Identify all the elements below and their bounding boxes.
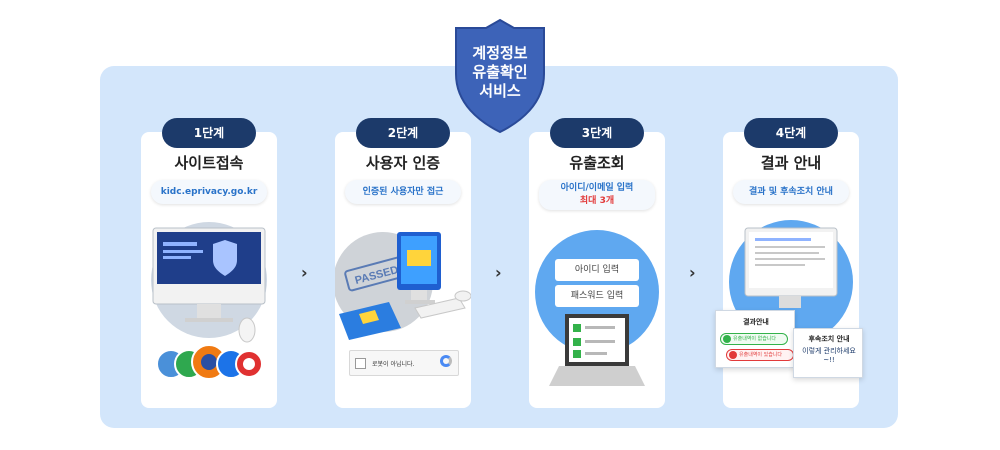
result-ok: 유출내역이 없습니다 (720, 333, 788, 345)
step-title: 사용자 인증 (365, 154, 441, 172)
service-title-line-1: 계정정보 (472, 44, 528, 62)
step-badge-1: 1단계 (162, 118, 256, 148)
next-arrow-icon: › (689, 263, 696, 282)
site-url: kidc.eprivacy.go.kr (151, 180, 267, 204)
follow-up-notice: 후속조치 안내 이렇게 관리하세요~!! (793, 328, 863, 378)
website-monitor-illustration (151, 222, 267, 343)
result-notice: 결과안내 유출내역이 없습니다 유출내역이 있습니다 (715, 310, 795, 368)
service-title: 계정정보 유출확인 서비스 (452, 44, 548, 101)
next-arrow-icon: › (495, 263, 502, 282)
recaptcha-icon (440, 355, 452, 367)
captcha-label: 로봇이 아닙니다. (372, 361, 415, 368)
step-badge-4: 4단계 (744, 118, 838, 148)
captcha-checkbox[interactable] (355, 358, 366, 369)
step-card-2: 사용자 인증 인증된 사용자만 접근 PASSED 로봇이 아닙니다. (335, 132, 471, 408)
authentication-illustration: PASSED (335, 232, 471, 340)
step-title: 유출조회 (569, 154, 625, 172)
captcha-box[interactable]: 로봇이 아닙니다. (349, 350, 459, 376)
result-bad: 유출내역이 있습니다 (726, 349, 794, 361)
follow-text: 이렇게 관리하세요~!! (802, 347, 856, 364)
service-title-line-2: 유출확인 (472, 63, 528, 81)
step-pill: 인증된 사용자만 접근 (345, 180, 461, 204)
alert-icon (729, 351, 737, 359)
step-badge-3: 3단계 (550, 118, 644, 148)
follow-title: 후속조치 안내 (808, 335, 850, 343)
step-pill: 아이디/이메일 입력 최대 3개 (539, 180, 655, 210)
password-field[interactable]: 패스워드 입력 (555, 285, 639, 307)
step-pill-limit: 최대 3개 (579, 196, 615, 206)
ok-icon (723, 335, 731, 343)
step-badge-2: 2단계 (356, 118, 450, 148)
browser-logos (156, 344, 263, 380)
shield-icon: 계정정보 유출확인 서비스 (452, 18, 548, 134)
result-ok-text: 유출내역이 없습니다 (733, 336, 776, 342)
result-bad-text: 유출내역이 있습니다 (739, 352, 782, 358)
step-pill: 결과 및 후속조치 안내 (733, 180, 849, 204)
step-title: 결과 안내 (760, 154, 822, 172)
step-title: 사이트접속 (174, 154, 244, 172)
step-card-3: 유출조회 아이디/이메일 입력 최대 3개 아이디 입력 패스워드 입력 (529, 132, 665, 408)
step-pill-text: 아이디/이메일 입력 (560, 183, 634, 193)
step-card-4: 결과 안내 결과 및 후속조치 안내 결과안내 유출내역이 없습니다 유출내역이… (715, 132, 863, 408)
result-title: 결과안내 (743, 318, 769, 326)
id-field[interactable]: 아이디 입력 (555, 259, 639, 281)
step-card-1: 사이트접속 kidc.eprivacy.go.kr (141, 132, 277, 408)
service-title-line-3: 서비스 (479, 82, 521, 100)
next-arrow-icon: › (301, 263, 308, 282)
